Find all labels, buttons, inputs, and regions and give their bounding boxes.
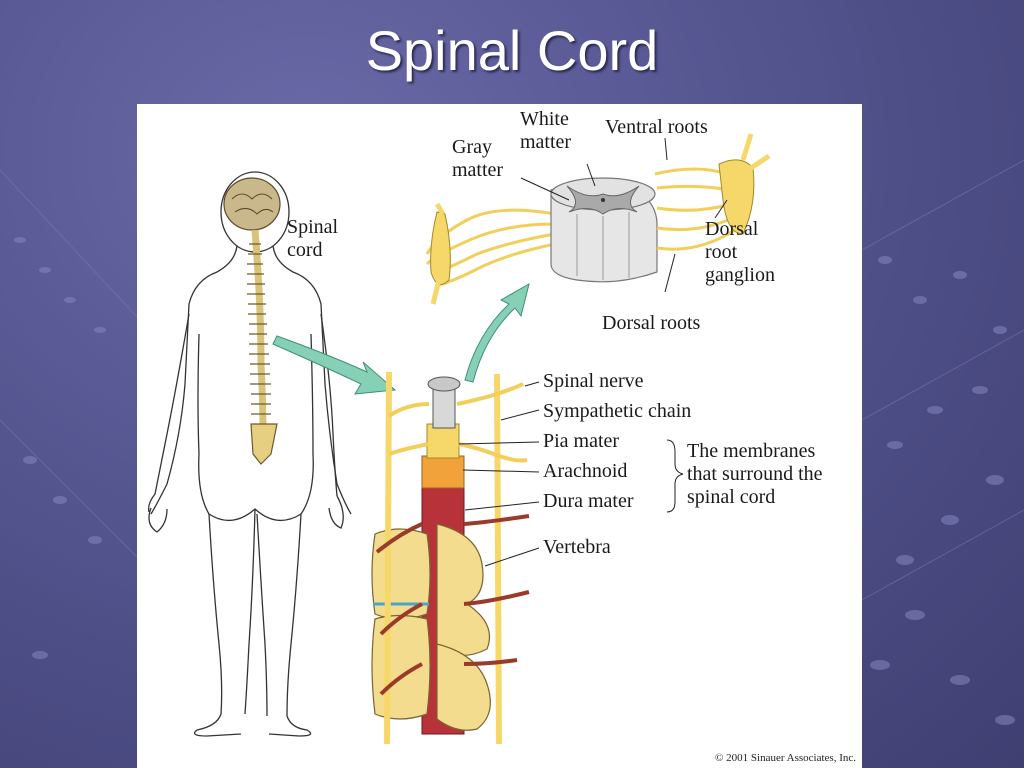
figure-spine bbox=[247, 229, 278, 465]
cord-cross-section bbox=[425, 133, 771, 305]
label-dorsal-root-ganglion: Dorsal root ganglion bbox=[705, 218, 775, 286]
copyright-notice: © 2001 Sinauer Associates, Inc. bbox=[715, 752, 856, 764]
label-sympathetic-chain: Sympathetic chain bbox=[543, 400, 692, 422]
spinal-cord-figure: Spinal cord White matter Gray matter Ven… bbox=[137, 104, 862, 768]
label-white-matter: White matter bbox=[520, 108, 572, 153]
label-vertebra: Vertebra bbox=[543, 536, 611, 558]
label-leader-lines bbox=[458, 137, 728, 567]
label-membranes-note: The membranes that surround the spinal c… bbox=[687, 440, 823, 508]
label-dura-mater: Dura mater bbox=[543, 490, 634, 512]
label-spinal-nerve: Spinal nerve bbox=[543, 370, 644, 392]
label-ventral-roots: Ventral roots bbox=[605, 116, 708, 138]
arrow-to-detail bbox=[272, 335, 397, 395]
label-pia-mater: Pia mater bbox=[543, 430, 620, 452]
anatomy-illustration bbox=[147, 133, 771, 745]
label-spinal-cord: Spinal cord bbox=[287, 216, 339, 261]
slide-title: Spinal Cord bbox=[365, 19, 659, 82]
label-gray-matter: Gray matter bbox=[452, 136, 504, 181]
arrow-to-cross-section bbox=[464, 282, 530, 383]
label-dorsal-roots: Dorsal roots bbox=[602, 312, 701, 334]
brain-icon bbox=[223, 177, 281, 231]
vertebral-column-detail bbox=[371, 371, 530, 745]
label-arachnoid: Arachnoid bbox=[543, 460, 628, 482]
